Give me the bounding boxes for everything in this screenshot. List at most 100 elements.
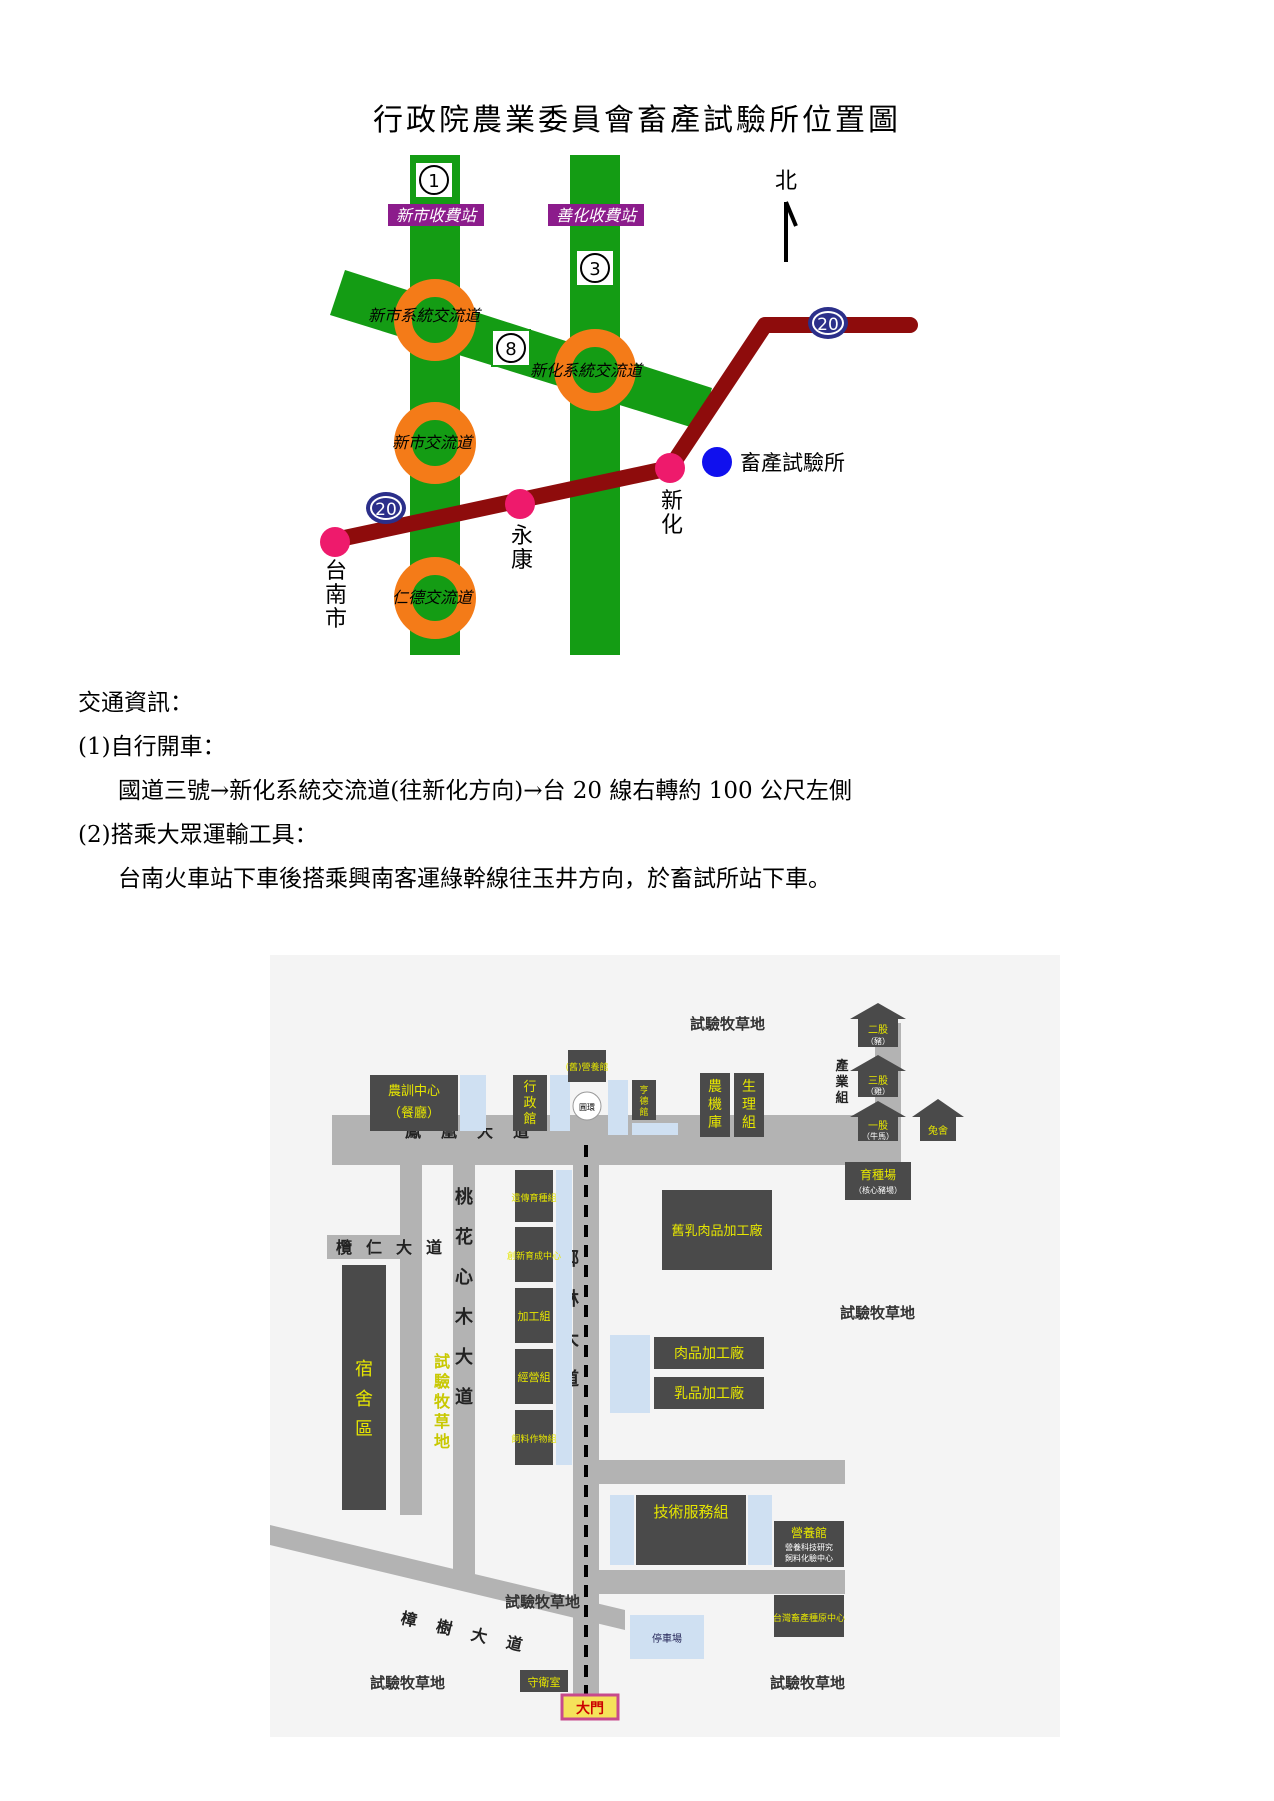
section-1-house-icon: 一股 （牛馬）	[850, 1101, 906, 1141]
road-taohuaxin: 桃花心木大道	[454, 1186, 474, 1408]
management-division	[515, 1349, 553, 1404]
breeding-center	[774, 1595, 844, 1637]
svg-text:（核心豬場）: （核心豬場）	[854, 1185, 902, 1195]
svg-text:北: 北	[775, 169, 797, 194]
dorm-label: 宿舍區	[355, 1359, 373, 1440]
training-center	[370, 1075, 458, 1131]
breeding-genetics-label: 遺傳育種組	[511, 1192, 556, 1204]
machinery-building	[700, 1073, 730, 1137]
industry-group-label: 產業組	[834, 1058, 849, 1106]
bus-text: 台南火車站下車後搭乘興南客運綠幹線往玉井方向，於畜試所站下車。	[118, 866, 831, 892]
svg-text:一股: 一股	[868, 1120, 888, 1132]
svg-text:二股: 二股	[868, 1024, 888, 1036]
interchange-xinshi-system	[394, 279, 476, 361]
institute-marker	[702, 447, 732, 477]
innovation-label: 創新育成中心	[507, 1250, 561, 1262]
feed-crops-label: 飼料作物組	[511, 1433, 556, 1445]
training-center-label: 農訓中心	[388, 1083, 440, 1099]
old-nutrition-label: (舊)營養館	[565, 1061, 608, 1073]
interchange-xinhua-system	[554, 329, 636, 411]
feed-crops-division	[515, 1410, 553, 1465]
svg-text:20: 20	[375, 500, 397, 520]
roundabout-label: 圓環	[579, 1103, 595, 1112]
hengde-hall	[632, 1080, 656, 1120]
dormitory	[342, 1265, 386, 1510]
section-3-house-icon: 三股 （雞）	[850, 1055, 906, 1097]
interchange-xinshi	[394, 402, 476, 484]
main-gate: 大門	[560, 1693, 620, 1721]
label-rende-ic: 仁德交流道	[392, 588, 474, 607]
toll-shanhua: 善化收費站	[556, 206, 638, 225]
road-jiren: 欖仁大道	[336, 1238, 456, 1257]
svg-text:育種場: 育種場	[860, 1167, 896, 1182]
car-heading: (1)自行開車：	[78, 734, 226, 760]
label-xinhua-system: 新化系統交流道	[530, 361, 644, 380]
roundabout	[572, 1091, 602, 1121]
training-center-sub: （餐廳）	[388, 1105, 440, 1121]
svg-text:兔舍: 兔舍	[928, 1124, 948, 1137]
breeding-farm: 育種場 （核心豬場）	[845, 1162, 911, 1200]
parking-tech-left	[610, 1495, 634, 1565]
management-label: 經營組	[518, 1370, 551, 1384]
meat-factory-label: 肉品加工廠	[674, 1345, 744, 1362]
svg-text:20: 20	[817, 315, 839, 335]
tech-service-label: 技術服務組	[653, 1503, 728, 1521]
town-xinhua-marker	[655, 453, 685, 483]
pasture-bl: 試驗牧草地	[370, 1674, 445, 1692]
label-xinhua: 新化	[661, 489, 683, 538]
campus-map: 試驗牧草地 試驗牧草地 試驗牧草地 試驗牧草地 試驗牧草地 試驗牧草地 鳳凰大道…	[270, 955, 1060, 1737]
route-20-east-shield-icon: 20	[808, 307, 848, 339]
parking-gate	[630, 1615, 704, 1659]
svg-text:1: 1	[428, 171, 439, 192]
pasture-br: 試驗牧草地	[770, 1674, 845, 1692]
nutrition-sub1: 營養科技研究	[785, 1542, 833, 1552]
machinery-label: 農機庫	[708, 1079, 722, 1131]
transport-heading: 交通資訊：	[78, 690, 193, 716]
svg-text:3: 3	[589, 259, 600, 280]
admin-building	[513, 1075, 547, 1131]
town-yongkang-marker	[505, 489, 535, 519]
pasture-mid: 試驗牧草地	[505, 1593, 580, 1611]
nutrition-hall	[774, 1521, 844, 1567]
meat-factory	[654, 1337, 764, 1369]
innovation-center	[515, 1227, 553, 1282]
parking-tech-right	[748, 1495, 772, 1565]
breeding-center-label: 台灣畜產種原中心	[773, 1612, 845, 1624]
nutrition-sub2: 飼料化驗中心	[785, 1553, 833, 1563]
rabbit-house-icon: 兔舍	[912, 1099, 964, 1141]
label-institute: 畜產試驗所	[740, 451, 845, 475]
svg-text:（牛馬）: （牛馬）	[862, 1131, 894, 1141]
north-arrow-icon: 北	[775, 169, 798, 262]
label-tainan: 台南市	[325, 559, 347, 632]
guard-house	[520, 1670, 568, 1692]
car-text: 國道三號→新化系統交流道(往新化方向)→台 20 線右轉約 100 公尺左側	[118, 778, 852, 804]
physiology-label: 生理組	[742, 1079, 756, 1131]
svg-text:（雞）: （雞）	[866, 1086, 890, 1096]
hengde-label: 亨德館	[639, 1084, 648, 1118]
breeding-genetics	[515, 1170, 553, 1222]
parking-hengde	[608, 1080, 628, 1135]
processing-label: 加工組	[518, 1310, 551, 1323]
parking-training	[460, 1075, 486, 1131]
svg-text:三股: 三股	[868, 1075, 888, 1087]
parking-admin	[550, 1075, 570, 1131]
highway-1-shield-icon: 1	[414, 161, 454, 199]
section-2-house-icon: 二股 （豬）	[850, 1003, 906, 1047]
label-xinshi-ic: 新市交流道	[392, 433, 474, 452]
old-nutrition-hall	[568, 1050, 606, 1082]
svg-text:8: 8	[505, 339, 516, 360]
parking-hengde-strip	[632, 1123, 678, 1135]
svg-text:（豬）: （豬）	[866, 1036, 890, 1046]
pasture-left-vert: 試驗牧草地	[434, 1352, 451, 1451]
physiology-building	[734, 1073, 764, 1137]
svg-text:大門: 大門	[576, 1700, 604, 1717]
label-yongkang: 永康	[511, 524, 533, 573]
guard-label: 守衛室	[528, 1675, 561, 1689]
pasture-right: 試驗牧草地	[840, 1304, 915, 1322]
parking-gate-label: 停車場	[652, 1632, 682, 1645]
route-20-west-shield-icon: 20	[366, 492, 406, 524]
label-xinshi-system: 新市系統交流道	[368, 306, 482, 325]
pasture-top: 試驗牧草地	[690, 1015, 765, 1033]
interchange-rende	[394, 557, 476, 639]
tech-service	[636, 1495, 746, 1565]
